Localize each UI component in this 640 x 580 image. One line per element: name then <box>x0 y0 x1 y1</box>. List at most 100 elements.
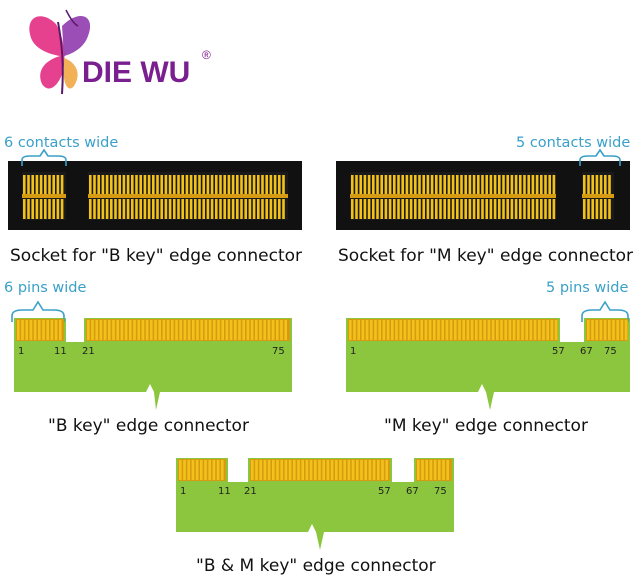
m-conn-large-fingers-finger <box>462 320 465 340</box>
b-conn-small-fingers-finger <box>17 320 20 340</box>
m-socket-large-contacts-contact <box>552 175 556 195</box>
b-socket-small-contacts-contact <box>56 175 60 195</box>
b-socket-large-contacts-contact <box>147 175 151 195</box>
b-socket-large-contacts-contact <box>265 199 268 219</box>
m-socket-large-contacts-contact <box>372 175 375 195</box>
pin-label: 67 <box>406 486 419 497</box>
m-socket-annotation: 5 contacts wide <box>516 135 631 151</box>
b-socket-large-contacts-contact <box>231 199 235 219</box>
m-socket-large-contacts-contact <box>460 175 463 195</box>
m-conn-large-fingers-finger <box>399 320 402 340</box>
m-socket-large-contacts-contact <box>548 175 551 195</box>
m-conn-large-fingers-finger <box>437 320 440 340</box>
m-socket-large-contacts-contact <box>422 175 425 195</box>
b-socket-large-contacts-contact <box>181 199 184 219</box>
bm-conn-right-fingers-finger <box>417 460 420 480</box>
bm-conn-mid-fingers-finger <box>297 460 300 480</box>
b-socket-large-contacts-contact <box>110 175 113 195</box>
b-conn-small-fingers-finger <box>38 320 41 340</box>
bm-conn-mid-fingers-finger <box>251 460 254 480</box>
b-socket-large-contacts-contact <box>131 199 134 219</box>
bm-conn-mid-fingers-finger <box>372 460 376 480</box>
m-socket-large-contacts-contact <box>502 175 505 195</box>
m-socket-large-contacts-contact <box>376 175 379 195</box>
b-socket-large-contacts-contact <box>244 175 247 195</box>
m-socket-large-contacts-contact <box>489 199 493 219</box>
m-socket-large-contacts-contact <box>514 175 518 195</box>
b-conn-small-fingers-finger <box>33 320 37 340</box>
m-conn-large-fingers-finger <box>386 320 390 340</box>
m-socket-large-contacts-contact <box>540 199 543 219</box>
m-socket-large-contacts-contact <box>397 175 400 195</box>
m-conn-small-fingers-finger <box>587 320 590 340</box>
bm-conn-mid-fingers-finger <box>255 460 258 480</box>
b-conn-large-fingers-finger <box>267 320 271 340</box>
m-socket-large-contacts-contact <box>426 199 430 219</box>
b-conn-large-fingers-finger <box>179 320 182 340</box>
m-socket-large-contacts-contact <box>527 175 530 195</box>
m-socket-caption: Socket for "M key" edge connector <box>338 246 634 266</box>
bm-conn-left-fingers-finger <box>216 460 220 480</box>
m-socket-small-contacts-contact <box>599 175 603 195</box>
bm-conn-mid-fingers-finger <box>318 460 321 480</box>
m-socket-large-contacts-contact <box>409 199 413 219</box>
bm-conn-left-fingers-finger <box>221 460 224 480</box>
m-socket-large-contacts-divider <box>350 194 556 198</box>
bm-conn-mid-fingers-finger <box>385 460 388 480</box>
m-conn-large-fingers-finger <box>454 320 457 340</box>
b-conn-large-fingers-finger <box>242 320 245 340</box>
b-conn-large-fingers-finger <box>99 320 103 340</box>
b-socket-large-contacts-contact <box>185 199 189 219</box>
m-socket-large-contacts-contact <box>447 175 451 195</box>
b-socket-large-contacts-contact <box>269 175 273 195</box>
m-socket-large-contacts-contact <box>430 175 434 195</box>
m-socket-large-contacts-contact <box>460 199 463 219</box>
b-socket-large-contacts-contact <box>156 175 159 195</box>
m-socket-large-contacts-contact <box>464 199 467 219</box>
b-conn-small-fingers-finger <box>25 320 28 340</box>
b-conn-large-fingers-finger <box>150 320 153 340</box>
b-conn-large-fingers-finger <box>95 320 98 340</box>
m-socket-large-contacts-contact <box>418 199 421 219</box>
b-socket-small-contacts-contact <box>23 199 26 219</box>
m-conn-large-fingers-finger <box>496 320 499 340</box>
b-socket-large-contacts-contact <box>231 175 235 195</box>
m-conn-large-fingers-finger <box>445 320 449 340</box>
m-socket-large-contacts-contact <box>506 199 509 219</box>
m-conn-large-fingers-finger <box>479 320 482 340</box>
m-socket-large-contacts-contact <box>464 175 467 195</box>
m-socket-large-contacts-contact <box>485 175 488 195</box>
m-pins-brace <box>581 300 629 322</box>
pin-label: 1 <box>350 346 357 357</box>
b-socket-large-contacts-contact <box>164 175 168 195</box>
b-socket-large-contacts-contact <box>89 199 92 219</box>
m-socket-large-contacts-contact <box>359 175 362 195</box>
b-socket-large-contacts-contact <box>257 175 260 195</box>
bm-conn-right-fingers-finger <box>421 460 424 480</box>
m-socket-large-contacts-contact <box>540 175 543 195</box>
m-socket-small-contacts-contact <box>608 175 611 195</box>
b-socket-large-contacts-contact <box>265 175 268 195</box>
b-socket-large-contacts-contact <box>160 199 163 219</box>
m-conn-large-fingers-finger <box>370 320 373 340</box>
m-conn-large-fingers-finger <box>349 320 352 340</box>
b-socket-large-contacts-contact <box>177 199 180 219</box>
m-conn-large-fingers-finger <box>403 320 407 340</box>
brand-logo: DIE WU ® <box>22 4 222 100</box>
m-conn-large-fingers-finger <box>424 320 428 340</box>
m-conn-large-fingers-finger <box>538 320 541 340</box>
m-conn-small-fingers-finger <box>603 320 607 340</box>
m-conn-large-fingers-finger <box>441 320 444 340</box>
b-conn-large-fingers-finger <box>141 320 145 340</box>
b-socket-small-contacts-contact <box>27 199 30 219</box>
bm-conn-mid-fingers-finger <box>360 460 363 480</box>
bm-conn-right-fingers-finger <box>446 460 449 480</box>
bm-conn-mid-fingers-finger <box>326 460 330 480</box>
m-socket-large-contacts-contact <box>510 175 514 195</box>
b-socket-large-contacts-contact <box>261 199 264 219</box>
m-conn-large-fingers-finger <box>533 320 537 340</box>
bm-conn-mid-fingers-finger <box>381 460 384 480</box>
m-socket-large-contacts-contact <box>481 199 484 219</box>
m-socket-small-contacts-contact <box>595 199 599 219</box>
m-socket-large-contacts-contact <box>439 199 442 219</box>
